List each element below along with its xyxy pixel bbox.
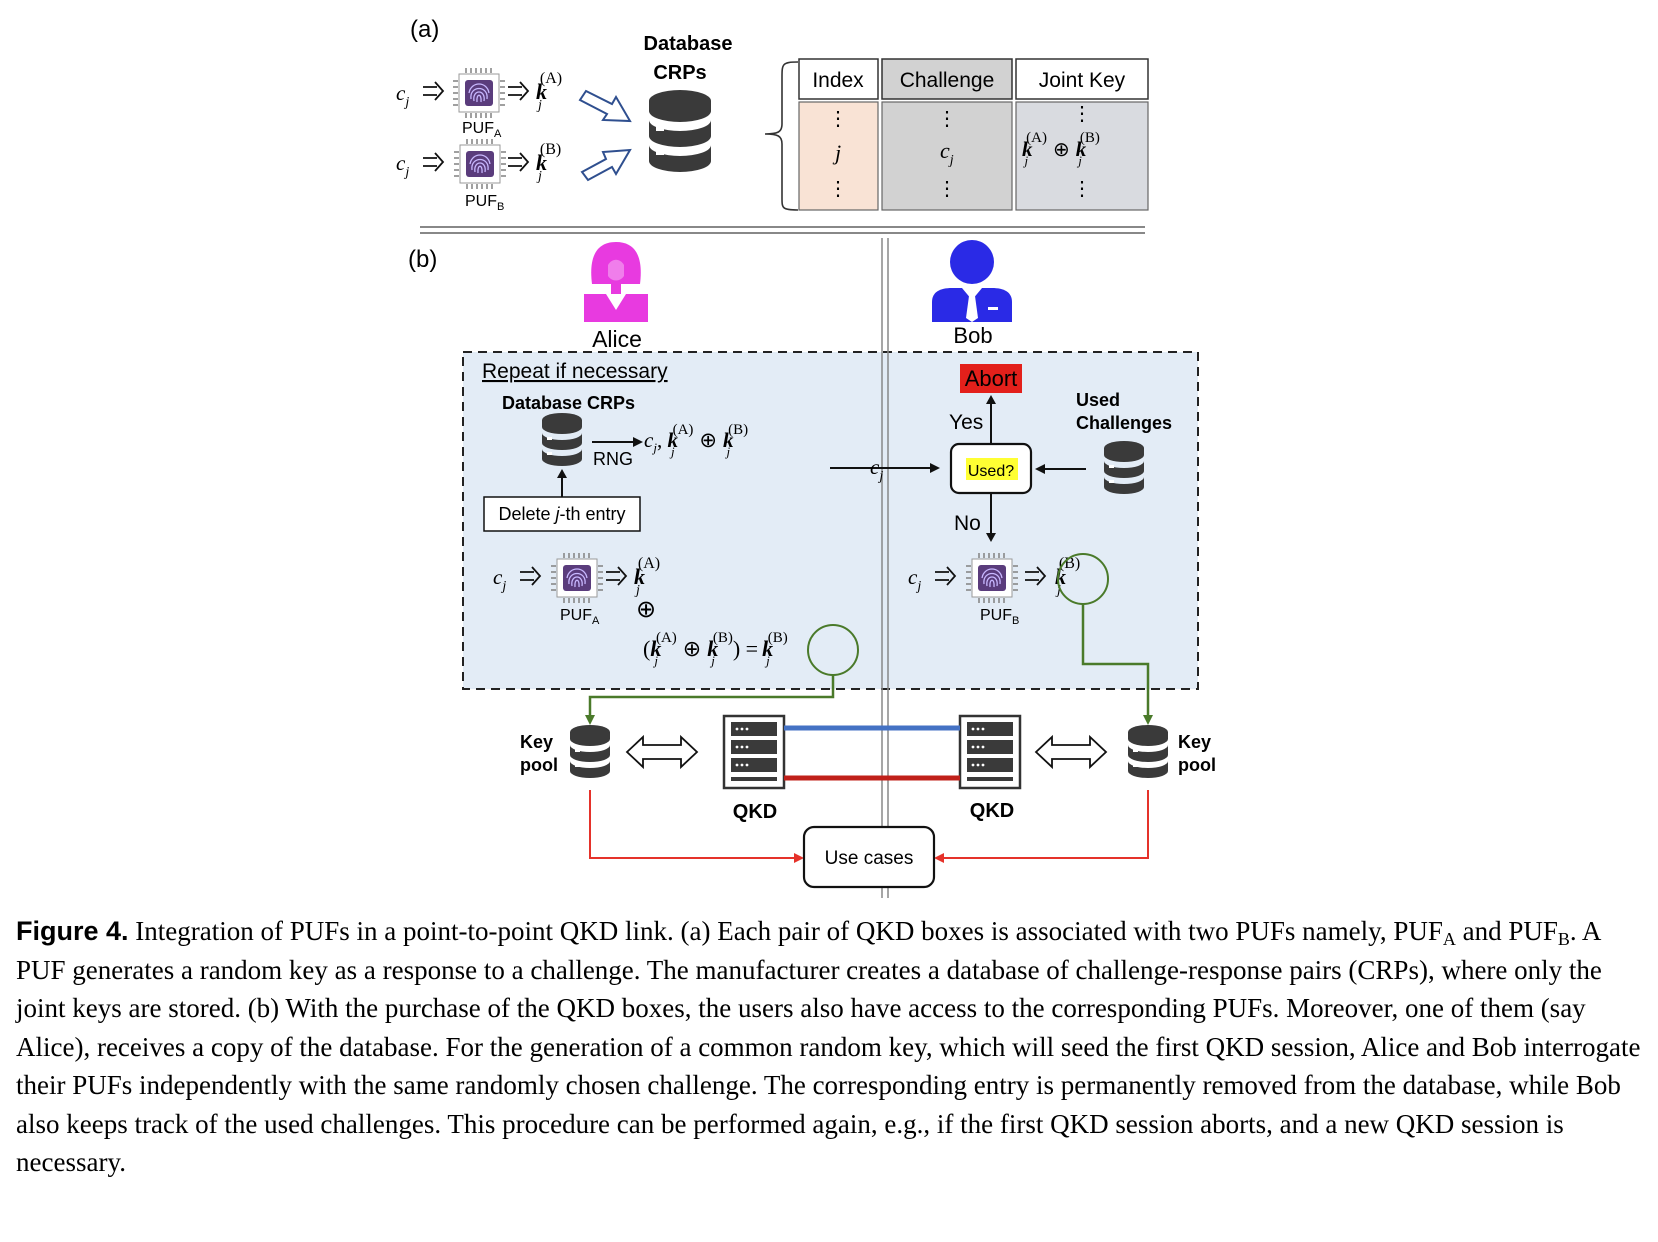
delete-entry-label: Delete j-th entry	[498, 504, 625, 524]
hollow-arrow-a	[578, 89, 632, 123]
panel-a-label: (a)	[410, 16, 439, 43]
bob-puf-label: PUFB	[980, 607, 1019, 627]
abort-label: Abort	[965, 366, 1018, 391]
caption-puf-a: PUFA	[1393, 916, 1456, 949]
table-ellipsis: ⋮	[828, 108, 848, 130]
puf-b-chip-icon	[453, 138, 507, 190]
caption-label: Figure 4.	[16, 916, 129, 946]
figure-caption: Figure 4. Integration of PUFs in a point…	[16, 912, 1648, 1182]
bob-label: Bob	[953, 323, 992, 348]
no-arrowhead	[986, 533, 996, 542]
used-challenges-label-2: Challenges	[1076, 413, 1172, 433]
puf-b-label: PUFB	[465, 193, 504, 213]
rng-label: RNG	[593, 449, 633, 469]
yes-arrowhead	[986, 395, 996, 404]
bob-key-pool-label: Key	[1178, 732, 1211, 752]
delete-entry-box	[483, 496, 641, 532]
curly-brace	[764, 61, 799, 211]
used-challenges-label: Used	[1076, 390, 1120, 410]
abort-box	[960, 364, 1022, 393]
alice-database-label: Database CRPs	[502, 393, 635, 413]
puf-a-label: PUFA	[462, 120, 502, 140]
puf-a-chip-icon	[452, 67, 506, 119]
table-ellipsis: ⋮	[937, 178, 957, 200]
alice-key-pool-label-2: pool	[520, 755, 558, 775]
implies-arrow	[422, 152, 444, 172]
implies-arrow	[507, 81, 529, 101]
alice-use-case-arrowhead	[794, 853, 804, 863]
use-cases-label: Use cases	[825, 848, 914, 869]
hollow-arrow-b	[580, 148, 632, 182]
database-crps-title: Database	[644, 33, 733, 55]
table-ellipsis: ⋮	[1072, 178, 1092, 200]
challenge-transfer-label: cj	[870, 455, 883, 484]
alice-key-feed-arrowhead	[585, 715, 595, 725]
implies-arrow	[507, 152, 529, 172]
bob-use-case-arrowhead	[934, 853, 944, 863]
used-db-arrowhead	[1035, 464, 1045, 474]
bob-key-pool-icon	[1128, 725, 1168, 778]
used-check-label: Used?	[968, 463, 1014, 480]
alice-key-pool-label: Key	[520, 732, 553, 752]
table-challenge-value: cj	[940, 138, 954, 168]
bob-double-arrow-icon	[1035, 736, 1107, 768]
caption-text: Integration of PUFs in a point-to-point …	[128, 916, 1394, 946]
alice-icon	[584, 242, 648, 322]
caption-puf-b: PUFB	[1508, 916, 1570, 949]
bob-qkd-server-icon	[958, 714, 1022, 790]
alice-double-arrow-icon	[626, 736, 698, 768]
bob-puf-chip-icon	[965, 552, 1019, 604]
challenge-label: cj	[493, 565, 506, 594]
bob-key-feed-arrowhead	[1143, 715, 1153, 725]
xor-symbol: ⊕	[636, 596, 656, 623]
challenge-label: cj	[908, 565, 921, 594]
bob-use-case-line	[942, 790, 1149, 859]
challenge-transfer-arrowhead	[930, 463, 940, 473]
table-ellipsis: ⋮	[828, 178, 848, 200]
panel-b-label: (b)	[408, 246, 437, 273]
table-header-index: Index	[812, 69, 864, 92]
selected-entry: cj, kj(A)⊕kj(B)	[644, 422, 748, 459]
table-index-value: j	[832, 140, 841, 165]
yes-label: Yes	[949, 411, 983, 434]
database-icon	[649, 90, 711, 172]
bob-key-pool-label-2: pool	[1178, 755, 1216, 775]
rng-arrowhead	[633, 437, 643, 447]
challenge-label: cj	[396, 81, 409, 110]
challenge-label: cj	[396, 151, 409, 180]
caption-text: and	[1455, 916, 1509, 946]
bob-icon	[932, 240, 1012, 322]
alice-key-feed-line	[588, 675, 835, 717]
alice-puf-label: PUFA	[560, 607, 600, 627]
alice-key-pool-icon	[570, 725, 610, 778]
bob-key-feed-line	[1081, 604, 1150, 717]
caption-text: . A PUF generates a random key as a resp…	[16, 916, 1641, 1177]
database-crps-title-2: CRPs	[653, 62, 706, 84]
alice-qkd-label: QKD	[733, 801, 777, 823]
table-header-challenge: Challenge	[900, 69, 995, 92]
implies-arrow	[422, 81, 444, 101]
used-check-highlight	[966, 458, 1018, 480]
table-ellipsis: ⋮	[1072, 103, 1092, 125]
bob-qkd-label: QKD	[970, 800, 1014, 822]
delete-arrowhead	[557, 469, 567, 478]
table-header-joint-key: Joint Key	[1039, 69, 1126, 92]
alice-puf-chip-icon	[550, 552, 604, 604]
use-cases-box	[802, 825, 936, 889]
repeat-label: Repeat if necessary	[482, 360, 668, 383]
alice-qkd-server-icon	[722, 714, 786, 790]
alice-label: Alice	[592, 326, 642, 352]
table-ellipsis: ⋮	[937, 108, 957, 130]
crp-table: Index Challenge Joint Key ⋮ j ⋮ ⋮ cj ⋮ ⋮…	[798, 58, 1149, 211]
alice-use-case-line	[589, 790, 796, 859]
no-label: No	[954, 512, 981, 535]
